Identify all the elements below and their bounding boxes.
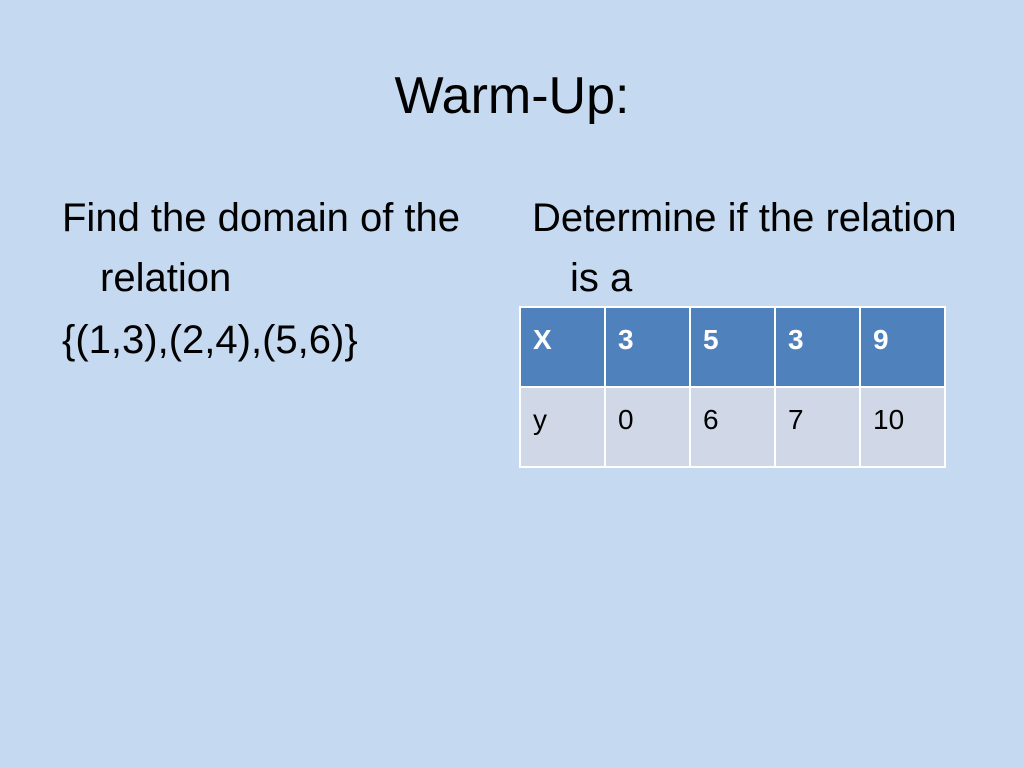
slide-title: Warm-Up: [394,67,630,125]
table-cell: 6 [689,386,776,468]
domain-question: Find the domain of the relation [62,196,461,300]
table-cell: 10 [859,386,946,468]
table-cell: y [519,386,606,468]
table-cell: 0 [604,386,691,468]
function-question: Determine if the relation is a [532,196,957,300]
relation-set: {(1,3),(2,4),(5,6)} [62,318,358,362]
table-header-row: X 3 5 3 9 [519,306,946,388]
right-column: Determine if the relation is a [532,188,972,310]
table-row: y 0 6 7 10 [519,386,946,468]
table-cell: 3 [774,306,861,388]
table-cell: 5 [689,306,776,388]
relation-table: X 3 5 3 9 y 0 6 7 10 [519,306,946,468]
table-cell: X [519,306,606,388]
left-column: Find the domain of the relation {(1,3),(… [62,188,492,372]
table-cell: 9 [859,306,946,388]
table-cell: 3 [604,306,691,388]
table-cell: 7 [774,386,861,468]
